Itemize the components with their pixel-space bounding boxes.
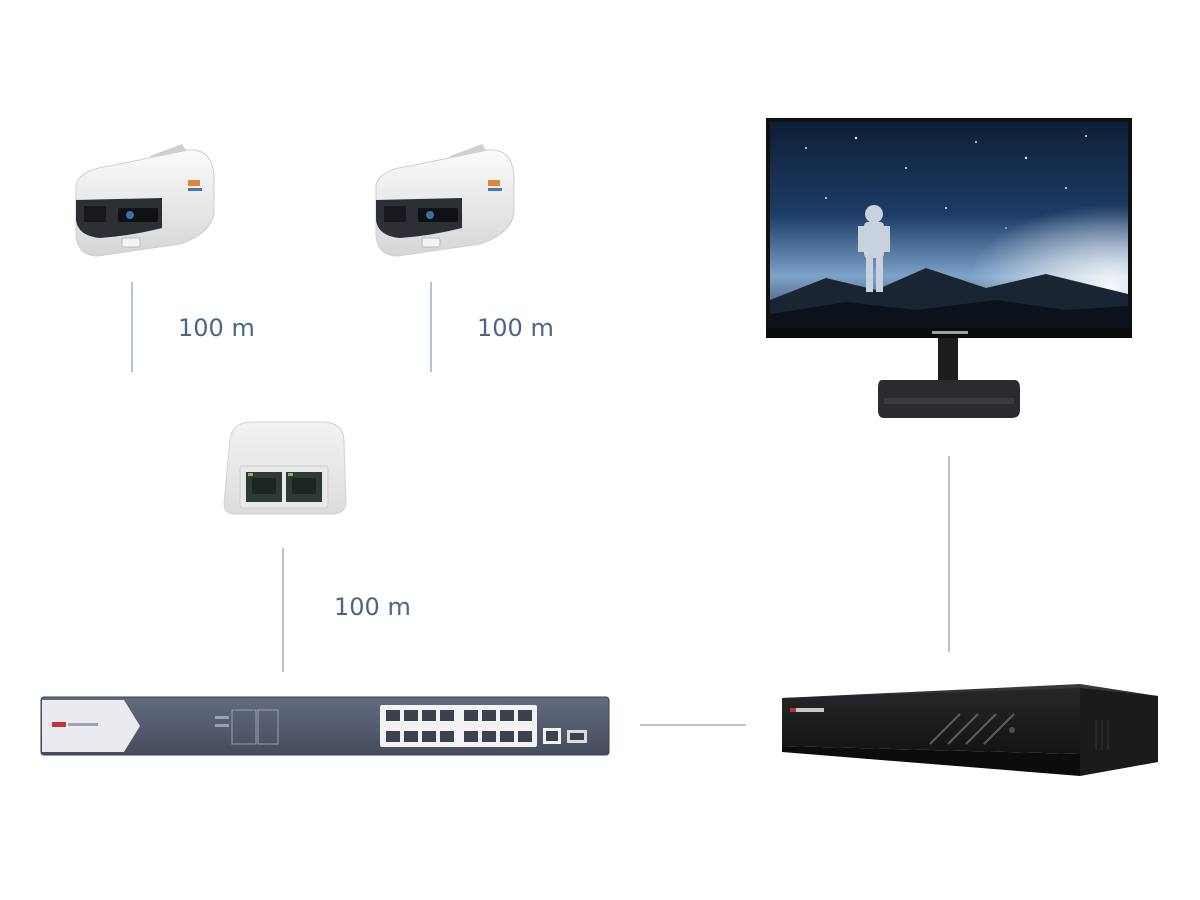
network-switch-icon <box>40 696 610 756</box>
nvr-recorder-icon <box>780 680 1160 785</box>
monitor <box>766 118 1134 420</box>
link-line-camera-left <box>131 282 133 372</box>
camera-right <box>370 140 520 260</box>
bullet-camera-icon <box>70 140 220 260</box>
link-line-switch-nvr <box>640 724 746 726</box>
distance-label-camera-right: 100 m <box>477 314 554 342</box>
poe-switch <box>40 696 610 756</box>
poe-extender-icon <box>222 420 348 516</box>
distance-label-extender-switch: 100 m <box>334 593 411 621</box>
bullet-camera-icon <box>370 140 520 260</box>
link-line-extender-switch <box>282 548 284 672</box>
distance-label-camera-left: 100 m <box>178 314 255 342</box>
monitor-icon <box>766 118 1134 420</box>
poe-extender <box>222 420 348 516</box>
link-line-nvr-monitor <box>948 456 950 652</box>
camera-left <box>70 140 220 260</box>
nvr <box>780 680 1160 785</box>
link-line-camera-right <box>430 282 432 372</box>
